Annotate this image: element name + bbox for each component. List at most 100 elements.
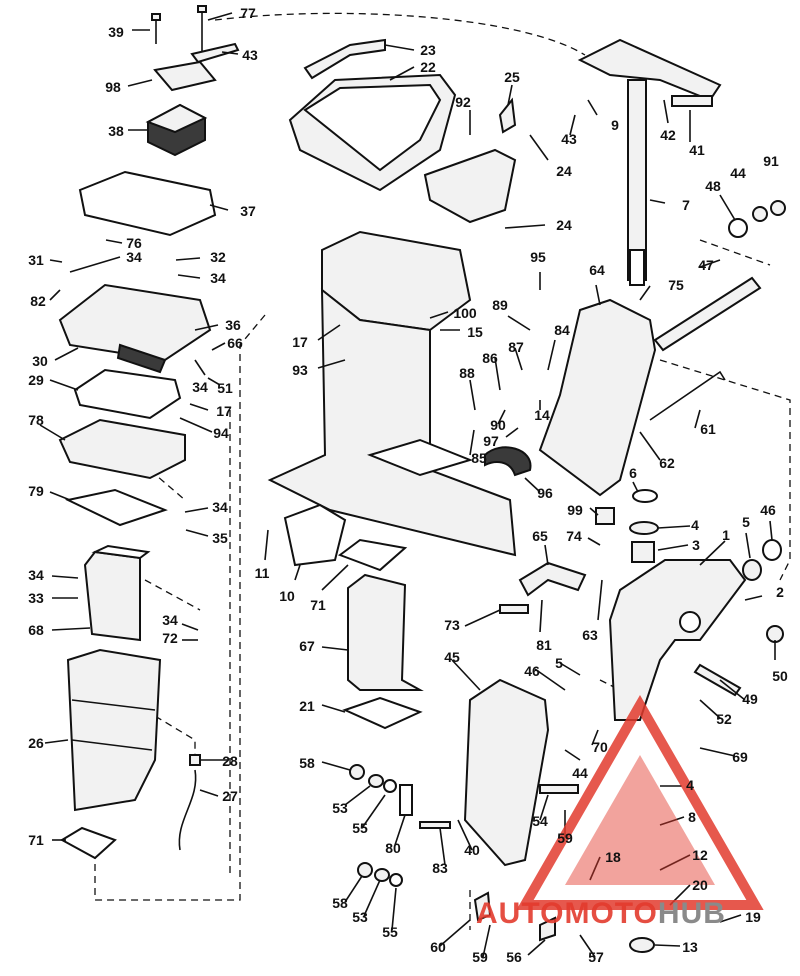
part-number-label: 90 bbox=[490, 417, 506, 433]
part-number-label: 42 bbox=[660, 127, 676, 143]
part-number-label: 72 bbox=[162, 630, 178, 646]
part-39-bolt bbox=[151, 13, 161, 44]
part-number-label: 60 bbox=[430, 939, 446, 955]
part-number-label: 34 bbox=[28, 567, 44, 583]
part-number-label: 8 bbox=[688, 809, 696, 825]
part-number-label: 95 bbox=[530, 249, 546, 265]
watermark-brand: AUTOMOTOHUB bbox=[476, 897, 726, 930]
part-5-bushing bbox=[742, 559, 762, 581]
part-number-label: 11 bbox=[255, 565, 270, 581]
part-number-label: 39 bbox=[108, 24, 124, 40]
part-79-gasket bbox=[64, 488, 168, 527]
part-number-label: 71 bbox=[28, 832, 44, 848]
part-number-label: 17 bbox=[292, 334, 308, 350]
part-number-label: 44 bbox=[572, 765, 588, 781]
part-number-label: 5 bbox=[742, 514, 750, 530]
part-29-gasket bbox=[73, 368, 182, 420]
part-1-stern-bracket bbox=[608, 559, 747, 721]
part-55-washer-lower bbox=[389, 873, 403, 887]
part-number-label: 14 bbox=[534, 407, 550, 423]
part-number-label: 37 bbox=[240, 203, 256, 219]
part-68-tube bbox=[83, 544, 151, 642]
part-number-label: 62 bbox=[659, 455, 675, 471]
part-15-driveshaft-housing bbox=[267, 230, 517, 557]
part-number-label: 24 bbox=[556, 217, 572, 233]
part-46-washer bbox=[762, 539, 782, 561]
part-77-bolt bbox=[197, 5, 207, 52]
part-number-label: 30 bbox=[32, 353, 48, 369]
part-number-label: 66 bbox=[227, 335, 243, 351]
part-number-label: 100 bbox=[453, 305, 477, 321]
part-number-label: 35 bbox=[212, 530, 228, 546]
part-number-label: 21 bbox=[299, 698, 315, 714]
part-number-label: 3 bbox=[692, 537, 700, 553]
part-58-spacer-lower bbox=[357, 862, 373, 878]
part-7-steering-shaft bbox=[577, 38, 722, 286]
part-number-label: 85 bbox=[471, 450, 487, 466]
part-number-label: 89 bbox=[492, 297, 508, 313]
part-number-label: 5 bbox=[555, 655, 563, 671]
part-number-label: 76 bbox=[126, 235, 142, 251]
part-number-label: 61 bbox=[700, 421, 716, 437]
part-number-label: 77 bbox=[240, 5, 256, 21]
part-number-label: 20 bbox=[692, 877, 708, 893]
part-number-label: 55 bbox=[352, 820, 368, 836]
part-number-label: 48 bbox=[705, 178, 721, 194]
label-leaders bbox=[39, 12, 776, 958]
part-number-label: 9 bbox=[611, 117, 619, 133]
part-number-label: 92 bbox=[455, 94, 471, 110]
part-28-fitting bbox=[189, 754, 201, 766]
part-3-bushing bbox=[631, 541, 655, 563]
part-number-label: 73 bbox=[444, 617, 460, 633]
part-64-swivel-bracket bbox=[538, 298, 657, 497]
part-number-label: 12 bbox=[692, 847, 708, 863]
part-number-label: 93 bbox=[292, 362, 308, 378]
part-6-washer bbox=[632, 489, 658, 503]
part-58-spacer bbox=[349, 764, 365, 780]
part-number-label: 33 bbox=[28, 590, 44, 606]
part-number-label: 58 bbox=[299, 755, 315, 771]
part-number-label: 24 bbox=[556, 163, 572, 179]
part-96-saddle bbox=[484, 446, 532, 477]
part-number-label: 71 bbox=[310, 597, 326, 613]
part-number-label: 23 bbox=[420, 42, 436, 58]
part-91-nut bbox=[770, 200, 786, 216]
part-number-label: 47 bbox=[698, 257, 714, 273]
part-53-nut-lower bbox=[374, 868, 390, 882]
part-43-bracket bbox=[190, 42, 240, 64]
part-number-label: 4 bbox=[686, 777, 694, 793]
part-number-label: 59 bbox=[557, 830, 573, 846]
part-number-label: 74 bbox=[566, 528, 582, 544]
part-67-exhaust-tube bbox=[347, 573, 424, 691]
part-54-bolt bbox=[539, 784, 579, 794]
part-number-label: 51 bbox=[217, 380, 233, 396]
part-number-label: 65 bbox=[532, 528, 548, 544]
warning-triangle-icon bbox=[516, 694, 764, 910]
part-number-label: 56 bbox=[506, 949, 522, 965]
part-number-label: 53 bbox=[332, 800, 348, 816]
part-number-label: 54 bbox=[532, 813, 548, 829]
part-number-label: 34 bbox=[162, 612, 178, 628]
part-number-label: 34 bbox=[212, 499, 228, 515]
part-98-plate bbox=[153, 60, 217, 92]
part-10-cover-plate bbox=[283, 503, 347, 567]
part-47-tilt-tube bbox=[653, 276, 762, 352]
part-number-label: 29 bbox=[28, 372, 44, 388]
part-number-label: 55 bbox=[382, 924, 398, 940]
part-number-label: 15 bbox=[467, 324, 483, 340]
part-38-module bbox=[145, 103, 208, 157]
part-number-label: 26 bbox=[28, 735, 44, 751]
part-50-plug bbox=[766, 625, 784, 643]
part-30-adapter-plate bbox=[58, 283, 212, 374]
part-number-label: 49 bbox=[742, 691, 758, 707]
part-number-label: 46 bbox=[760, 502, 776, 518]
part-78-plate bbox=[58, 418, 186, 480]
part-number-label: 10 bbox=[279, 588, 295, 604]
part-number-label: 13 bbox=[682, 939, 698, 955]
part-41-bolt bbox=[671, 95, 713, 107]
part-4-bushing bbox=[629, 521, 659, 535]
part-number-label: 83 bbox=[432, 860, 448, 876]
part-83-bolt bbox=[419, 821, 451, 829]
